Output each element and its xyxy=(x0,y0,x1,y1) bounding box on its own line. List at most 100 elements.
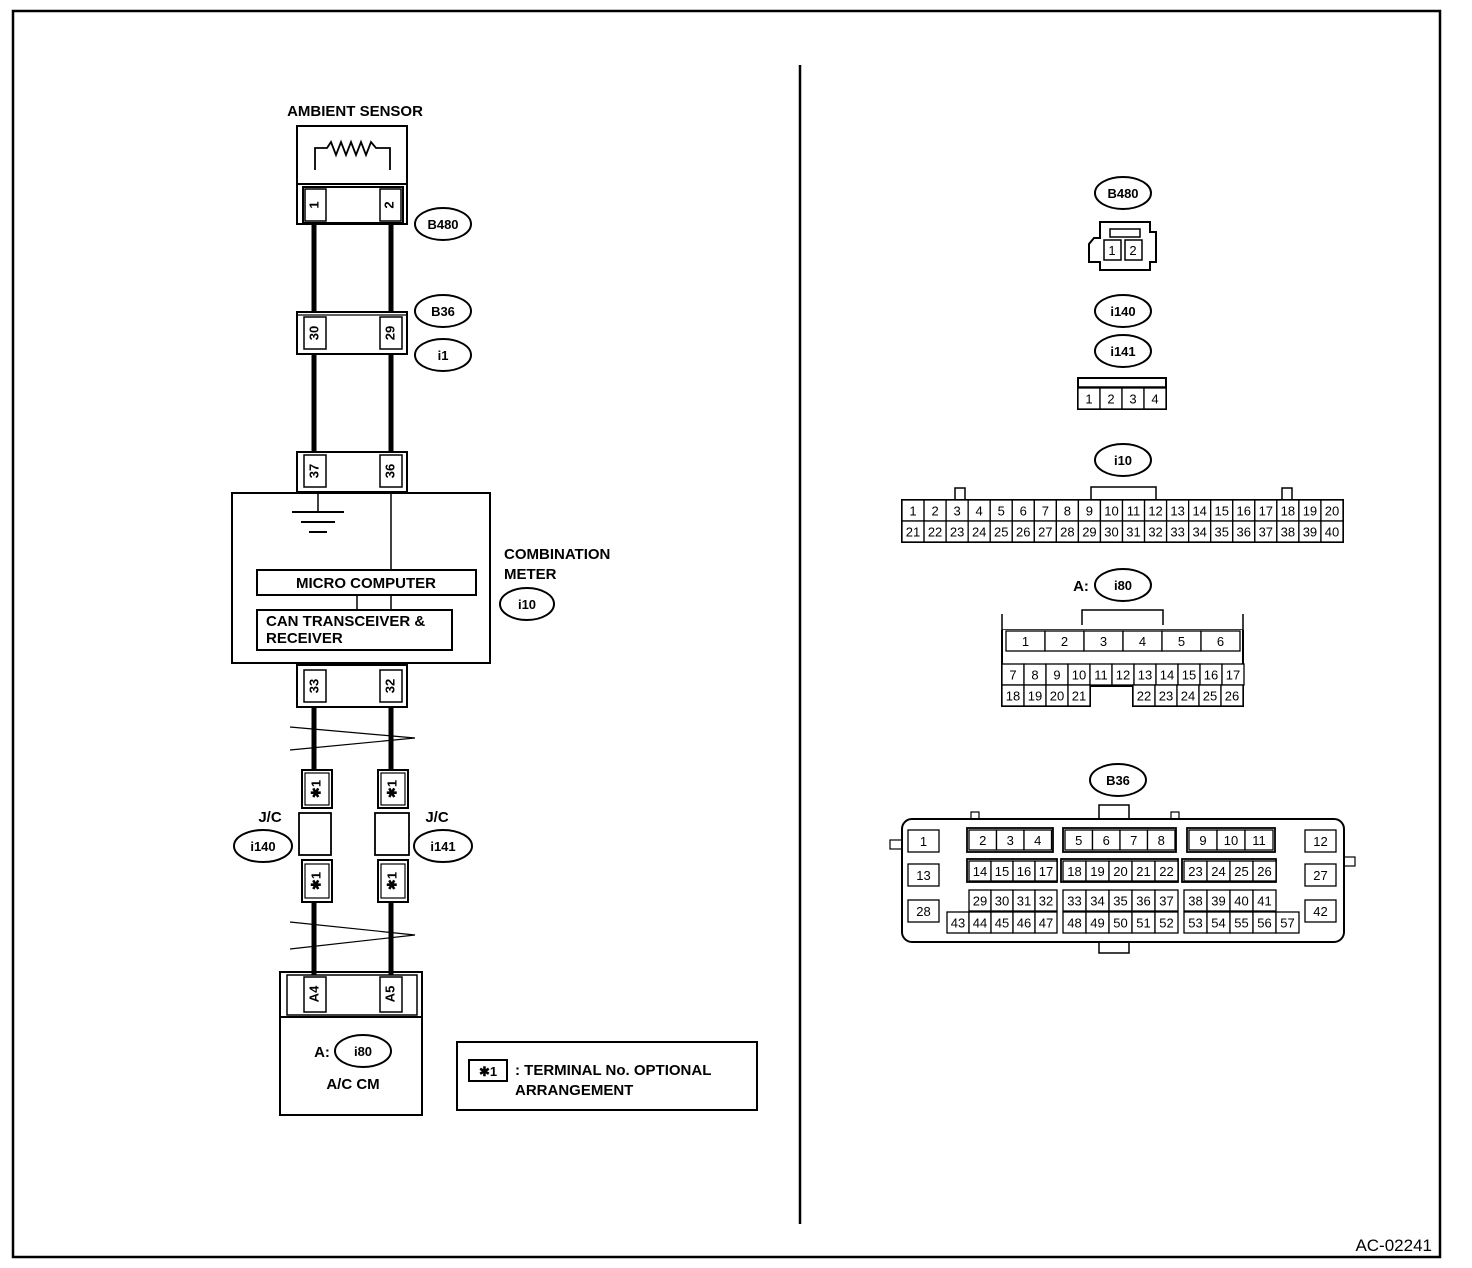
badge-i141-view: i141 xyxy=(1094,334,1152,368)
b36-view-pin-13-cell xyxy=(907,863,940,887)
i140-view-pin-4: 4 xyxy=(1151,392,1158,407)
badge-b36-view: B36 xyxy=(1089,763,1147,797)
i10-view-pin-27: 27 xyxy=(1038,525,1052,540)
i80-view-pin-26-cell xyxy=(1220,684,1244,707)
connector-i10-top: 37 36 xyxy=(296,451,408,493)
legend: ✱1 : TERMINAL No. OPTIONAL ARRANGEMENT xyxy=(456,1041,758,1111)
i80-view-pin-9: 9 xyxy=(1053,668,1060,683)
b36-view-pin-37: 37 xyxy=(1159,894,1173,909)
ground-symbol xyxy=(292,511,344,533)
i10-view-pin-6: 6 xyxy=(1020,504,1027,519)
b36-view-pin-38: 38 xyxy=(1188,894,1202,909)
b36-view-pin-50: 50 xyxy=(1113,916,1127,931)
svg-text:B480: B480 xyxy=(427,217,458,232)
b36-view-pin-56: 56 xyxy=(1257,916,1271,931)
b480-pin-1: 1 xyxy=(306,201,321,208)
i10-view-pin-2: 2 xyxy=(931,504,938,519)
b36-view-pin-29: 29 xyxy=(973,894,987,909)
i10-pin-32: 32 xyxy=(382,679,397,693)
combination-meter-box: MICRO COMPUTER CAN TRANSCEIVER & RECEIVE… xyxy=(231,492,491,664)
i10-view-pin-16: 16 xyxy=(1237,504,1251,519)
b36-view-pin-39: 39 xyxy=(1211,894,1225,909)
micro-computer-box xyxy=(256,569,477,596)
b36-view-pin-52: 52 xyxy=(1159,916,1173,931)
jc-label-left: J/C xyxy=(258,809,282,826)
i140-view-pin-3: 3 xyxy=(1129,392,1136,407)
i80-view-pin-6-cell xyxy=(1200,630,1241,652)
b36-view-pin-13: 13 xyxy=(916,868,930,883)
i80-view-pin-3: 3 xyxy=(1100,634,1107,649)
b36-view-pin-19: 19 xyxy=(1090,864,1104,879)
b36-pin-30: 30 xyxy=(306,326,321,340)
i80-view-pin-24: 24 xyxy=(1181,689,1195,704)
i141-star-top: ✱1 xyxy=(384,780,399,798)
b36-view-pin-30: 30 xyxy=(995,894,1009,909)
b36-view-pin-42-cell xyxy=(1304,899,1337,923)
i80-view-pin-13: 13 xyxy=(1138,668,1152,683)
svg-text:i140: i140 xyxy=(250,839,275,854)
b36-view-pin-47: 47 xyxy=(1039,916,1053,931)
b36-view-pin-8: 8 xyxy=(1158,833,1165,848)
b36-view-pin-7: 7 xyxy=(1130,833,1137,848)
i10-view-pin-33: 33 xyxy=(1170,525,1184,540)
i10-view-pin-22: 22 xyxy=(928,525,942,540)
svg-text:2: 2 xyxy=(1129,243,1136,258)
i80-view-pin-2: 2 xyxy=(1061,634,1068,649)
i10-view-pin-36: 36 xyxy=(1237,525,1251,540)
b36-view-pin-52-cell xyxy=(1154,911,1179,934)
i10-view-pin-10: 10 xyxy=(1104,504,1118,519)
b36-view-pin-27: 27 xyxy=(1313,868,1327,883)
svg-text:i10: i10 xyxy=(1114,453,1132,468)
b36-view-pin-12-cell xyxy=(1304,829,1337,853)
i80-view-pin-6: 6 xyxy=(1217,634,1224,649)
i10-view-pin-3: 3 xyxy=(954,504,961,519)
i10-view-pin-12: 12 xyxy=(1148,504,1162,519)
svg-text:i80: i80 xyxy=(354,1044,372,1059)
combination-meter-label: COMBINATION METER xyxy=(504,546,615,583)
b36-view-pin-41: 41 xyxy=(1257,894,1271,909)
connector-b480: 1 2 xyxy=(302,186,404,224)
b36-view-pin-16: 16 xyxy=(1017,864,1031,879)
micro-computer-label: MICRO COMPUTER xyxy=(296,575,436,592)
b36-view-pin-28: 28 xyxy=(916,904,930,919)
i140-star-top: ✱1 xyxy=(308,780,323,798)
i10-pin-37: 37 xyxy=(306,464,321,478)
badge-i80-schematic: i80 xyxy=(334,1034,392,1068)
i10-view-pin-21: 21 xyxy=(906,525,920,540)
i80-view-pin-23: 23 xyxy=(1159,689,1173,704)
i80-view-pin-22: 22 xyxy=(1137,689,1151,704)
i80-view-pin-21-cell xyxy=(1067,684,1091,707)
twisted-pair-mark-1 xyxy=(289,726,416,751)
b36-view-pin-48: 48 xyxy=(1067,916,1081,931)
i10-view-pin-34: 34 xyxy=(1192,525,1206,540)
b36-view-pin-15: 15 xyxy=(995,864,1009,879)
i10-view-pin-19: 19 xyxy=(1303,504,1317,519)
b36-view-pin-11-cell xyxy=(1244,829,1274,851)
i141-star-bottom: ✱1 xyxy=(384,872,399,890)
svg-text:i141: i141 xyxy=(1110,344,1135,359)
svg-text:B36: B36 xyxy=(431,304,455,319)
i80-view-pin-19: 19 xyxy=(1028,689,1042,704)
i80-view-pin-12: 12 xyxy=(1116,668,1130,683)
b36-view-pin-12: 12 xyxy=(1313,834,1327,849)
jc-label-right: J/C xyxy=(425,809,449,826)
b36-view-pin-33: 33 xyxy=(1067,894,1081,909)
b36-view-pin-37-cell xyxy=(1154,889,1179,912)
i10-view-pin-28: 28 xyxy=(1060,525,1074,540)
b36-view-pin-9: 9 xyxy=(1199,833,1206,848)
legend-text: : TERMINAL No. OPTIONAL ARRANGEMENT xyxy=(515,1062,715,1099)
i10-view-pin-13: 13 xyxy=(1170,504,1184,519)
i10-view-pin-1: 1 xyxy=(909,504,916,519)
svg-text:1: 1 xyxy=(1108,243,1115,258)
i10-view-pin-9: 9 xyxy=(1086,504,1093,519)
b36-view-pin-54: 54 xyxy=(1211,916,1225,931)
i10-view-pin-40: 40 xyxy=(1325,525,1339,540)
i80-pin-a5: A5 xyxy=(382,986,397,1003)
can-transceiver-box xyxy=(256,609,453,651)
i10-view-pin-5: 5 xyxy=(998,504,1005,519)
b36-pin-29: 29 xyxy=(382,326,397,340)
i80-view-pin-11: 11 xyxy=(1094,668,1108,683)
